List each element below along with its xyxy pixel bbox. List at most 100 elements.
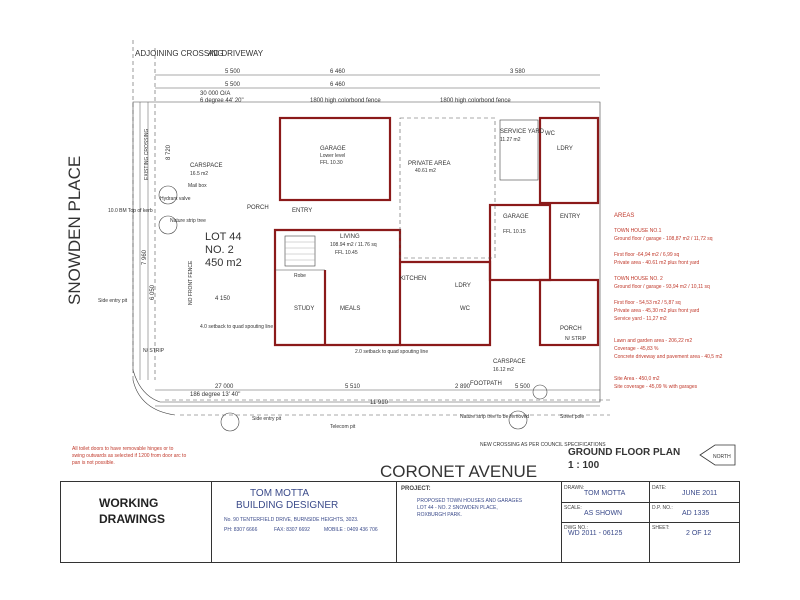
toilet-note-line: All toilet doors to have removable hinge… xyxy=(72,446,174,452)
corner-curve xyxy=(132,379,176,416)
dim-bottom6: 11 910 xyxy=(370,400,389,406)
dim-deg: 6 degree 44' 20" xyxy=(200,98,244,104)
house2-entry-walls xyxy=(538,278,600,347)
dim-top5: 6 460 xyxy=(330,82,346,88)
designer-name: TOM MOTTA xyxy=(250,488,310,499)
dwg-value: WD 2011 - 06125 xyxy=(568,530,623,537)
areas-th1: TOWN HOUSE NO.1 xyxy=(614,228,662,234)
meta-left-cell: DRAWN: TOM MOTTA SCALE: AS SHOWN DWG NO.… xyxy=(561,482,650,562)
toilet-note-line: pan is not possible. xyxy=(72,460,115,466)
date-label: DATE: xyxy=(652,485,667,491)
hydrant-tree xyxy=(158,185,178,205)
dim-bottom5: 5 500 xyxy=(515,384,531,390)
drawn-label: DRAWN: xyxy=(564,485,585,491)
carspace-size: 16.5 m2 xyxy=(190,171,208,177)
coronet-avenue-label: CORONET AVENUE xyxy=(380,462,537,481)
areas-th1-a: Ground floor / garage - 108,87 m2 / 11,7… xyxy=(614,236,713,242)
carspace2-size: 16.12 m2 xyxy=(493,367,514,373)
designer-phone: PH: 8307 6666 xyxy=(224,527,258,533)
ldry2-label: LDRY xyxy=(557,146,573,152)
mail-box-label: Mail box xyxy=(188,183,207,189)
date-value: JUNE 2011 xyxy=(682,490,718,497)
areas-table: AREAS TOWN HOUSE NO.1 Ground floor / gar… xyxy=(614,213,723,390)
service-yard-label: SERVICE YARD xyxy=(500,129,545,135)
nstrip-label-2: N/ STRIP xyxy=(565,336,587,342)
title-block: WORKING DRAWINGS TOM MOTTA BUILDING DESI… xyxy=(60,481,740,563)
private-area-label: PRIVATE AREA xyxy=(408,161,450,167)
garage1-label: GARAGE xyxy=(320,146,346,152)
dim-left4: 8 720 xyxy=(166,144,172,160)
dim-left3: 4 150 xyxy=(215,296,231,302)
scale-value: AS SHOWN xyxy=(584,510,623,517)
footpath-label: FOOTPATH xyxy=(470,381,502,387)
garage2-walls xyxy=(488,203,552,282)
wc-label: WC xyxy=(460,306,471,312)
dim-oa: 30 000 O/A xyxy=(200,91,230,97)
porch-label: PORCH xyxy=(247,205,269,211)
telecom-pit-label: Telecom pit xyxy=(330,424,356,430)
dim-bottom4: 2 890 xyxy=(455,384,471,390)
adjoining-crossing-label: ADJOINING CROSSING xyxy=(135,49,223,58)
carspace2-label: CARSPACE xyxy=(493,359,526,365)
working-drawings-cell: WORKING DRAWINGS xyxy=(61,482,211,562)
sheet-value: 2 OF 12 xyxy=(686,530,712,537)
house2-walls xyxy=(538,116,600,205)
project-line2: LOT 44 - NO. 2 SNOWDEN PLACE, xyxy=(417,505,498,511)
dim-bottom1: 27 000 xyxy=(215,384,234,390)
porch2-label: PORCH xyxy=(560,326,582,332)
garage2-floor: FFL 10.15 xyxy=(503,229,526,235)
living-label: LIVING xyxy=(340,234,360,240)
dim-top2: 6 460 xyxy=(330,69,346,75)
toilet-note-text: All toilet doors to have removable hinge… xyxy=(72,446,186,466)
service-yard-size: 11.27 m2 xyxy=(500,137,521,143)
dwg-label: DWG NO.: xyxy=(564,525,588,531)
toilet-note: All toilet doors to have removable hinge… xyxy=(72,446,186,466)
nature-strip-tree-2 xyxy=(220,412,240,432)
private-area-outline xyxy=(399,117,496,259)
street-pole-label: Street pole xyxy=(560,414,584,420)
hydrant-label: Hydrant valve xyxy=(160,196,191,202)
nature-strip-tree-4 xyxy=(532,384,548,400)
meals-label: MEALS xyxy=(340,306,360,312)
project-label: PROJECT: xyxy=(401,486,431,492)
north-label: NORTH xyxy=(713,454,731,460)
living-ffl: FFL 10.45 xyxy=(335,250,358,256)
fence-label-1: 1800 high colorbond fence xyxy=(310,98,381,104)
areas-th2-d: Service yard - 11,27 m2 xyxy=(614,316,667,322)
scale-label: SCALE: xyxy=(564,505,582,511)
toilet-note-line: swing outwards as selected if 1200 from … xyxy=(72,453,186,459)
side-entry-pit-label-2: Side entry pit xyxy=(98,298,128,304)
areas-th1-c: Private area - 40.61 m2 plus front yard xyxy=(614,260,700,266)
dim-top4: 5 500 xyxy=(225,82,241,88)
study-label: STUDY xyxy=(294,306,314,312)
existing-crossing-label: EXISTING CROSSING xyxy=(144,128,150,180)
north-arrow: NORTH xyxy=(699,444,736,466)
areas-site: Site Area - 450,0 m2 xyxy=(614,376,660,382)
lot-area: 450 m2 xyxy=(205,257,242,269)
project-line1: PROPOSED TOWN HOUSES AND GARAGES xyxy=(417,498,523,504)
designer-address: No. 90 TENTERFIELD DRIVE, BURNSIDE HEIGH… xyxy=(224,517,359,523)
dim-bottom2: 186 degree 13' 40" xyxy=(190,392,240,398)
garage1-sub: Lower level xyxy=(320,153,345,159)
areas-th2-b: First floor - 54,53 m2 / 5,87 sq xyxy=(614,300,681,306)
entry2-label: ENTRY xyxy=(560,214,580,220)
areas-th2-c: Private area - 45,30 m2 plus front yard xyxy=(614,308,700,314)
nature-strip-label: Nature strip tree to be removed xyxy=(460,414,529,420)
designer-mobile: MOBILE : 0409 436 706 xyxy=(324,527,378,533)
dim-bottom3: 5 510 xyxy=(345,384,361,390)
areas-lawn: Lawn and garden area - 206,22 m2 xyxy=(614,338,692,344)
dp-label: D.P. NO.: xyxy=(652,505,673,511)
dim-top3: 3 580 xyxy=(510,69,526,75)
nstrip-label: N/ STRIP xyxy=(143,348,165,354)
meta-right-cell: DATE: JUNE 2011 D.P. NO.: AD 1335 SHEET:… xyxy=(649,482,740,562)
kitchen-label: KITCHEN xyxy=(400,276,426,282)
designer-cell: TOM MOTTA BUILDING DESIGNER No. 90 TENTE… xyxy=(211,482,396,562)
lot-line2: NO. 2 xyxy=(205,244,234,256)
working-label: WORKING xyxy=(99,496,159,510)
project-cell: PROJECT: PROPOSED TOWN HOUSES AND GARAGE… xyxy=(396,482,561,562)
nature-strip-tree-3 xyxy=(508,410,528,430)
nature-strip-label-2: Nature strip tree xyxy=(170,218,206,224)
dim-top1: 5 500 xyxy=(225,69,241,75)
areas-heading: AREAS xyxy=(614,213,634,219)
